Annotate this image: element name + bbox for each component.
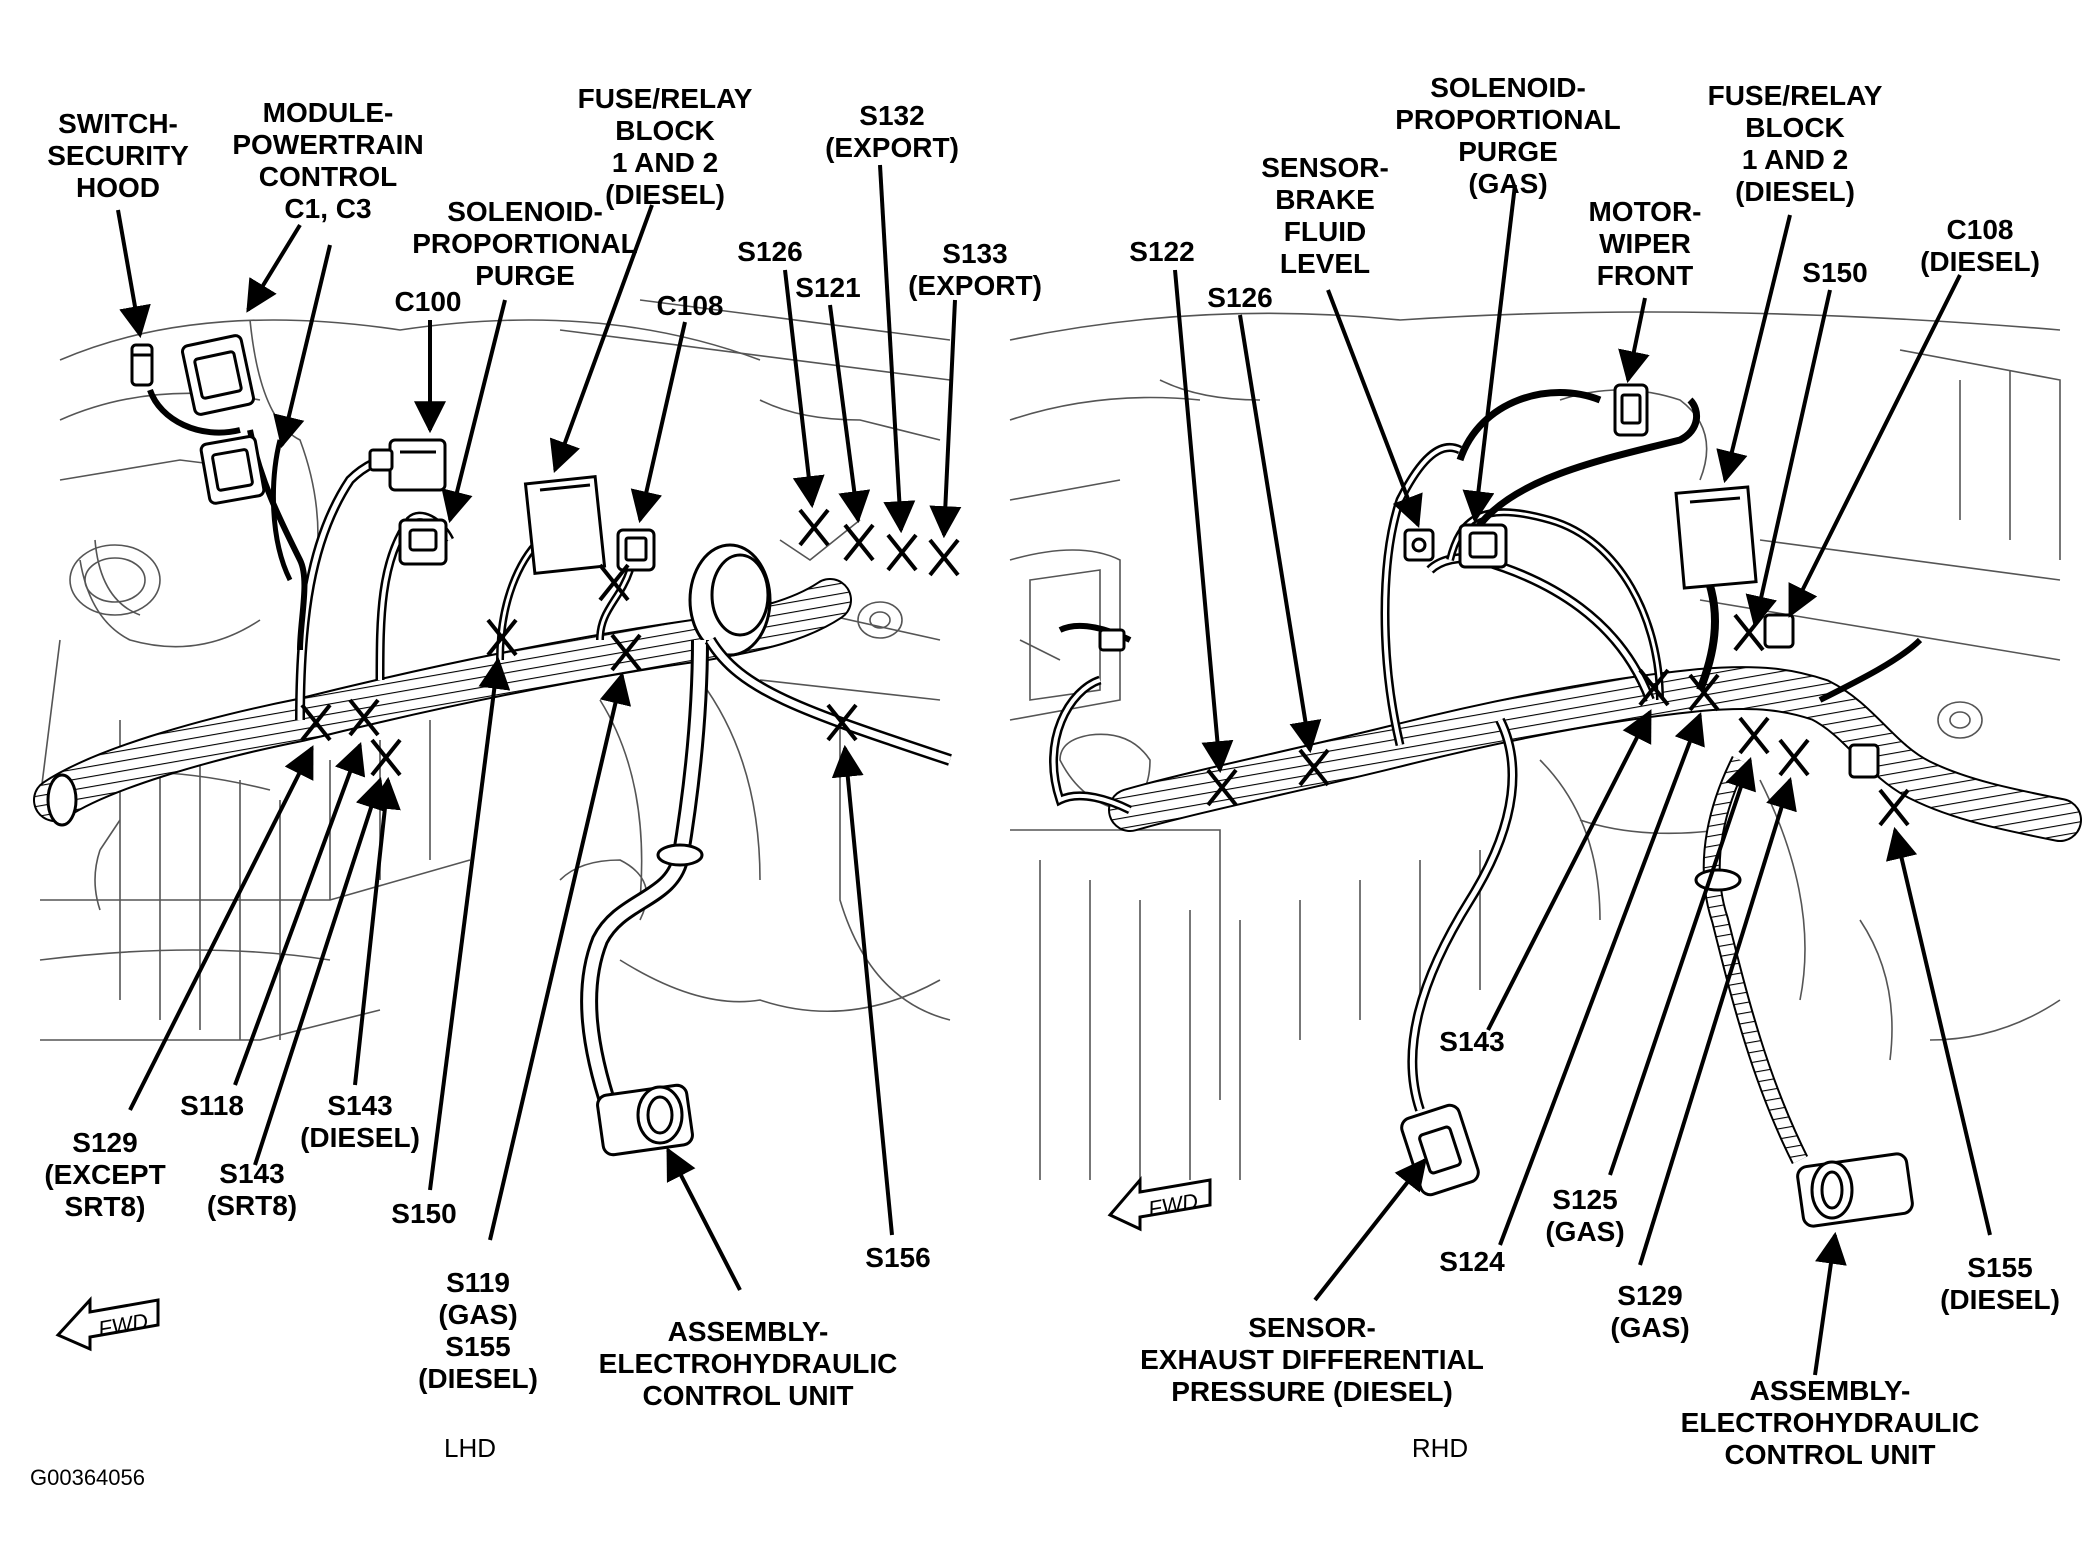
label-assembly-ehcu-rhd: ASSEMBLY- ELECTROHYDRAULIC CONTROL UNIT: [1680, 1375, 1980, 1470]
lhd-leader-arrows: [116, 164, 962, 1291]
label-sensor-exhaust-differential-pressure: SENSOR- EXHAUST DIFFERENTIAL PRESSURE (D…: [1140, 1312, 1484, 1407]
label-s155-diesel-rhd: S155 (DIESEL): [1940, 1252, 2060, 1315]
label-s119-gas-s155-diesel: S119 (GAS) S155 (DIESEL): [418, 1267, 538, 1394]
label-c108-lhd: C108: [656, 290, 724, 321]
hood-switch-icon: [130, 343, 154, 387]
caption-lhd: LHD: [443, 1433, 497, 1463]
splice-s155-rhd-mark: [1878, 788, 1910, 827]
label-s150-rhd: S150: [1802, 257, 1868, 288]
brake-fluid-sensor-icon: [1403, 528, 1435, 562]
exhaust-pressure-sensor-icon: [1400, 1103, 1480, 1197]
splice-s156-mark: [826, 703, 858, 742]
figure-id: G00364056: [30, 1465, 145, 1490]
small-connector-left-icon: [1098, 628, 1126, 652]
label-s143-srt8: S143 (SRT8): [206, 1158, 298, 1221]
label-s132-export: S132 (EXPORT): [825, 100, 959, 163]
splice-c108-mark: [598, 563, 630, 602]
label-s129-gas: S129 (GAS): [1610, 1280, 1690, 1343]
label-s143-diesel-lhd: S143 (DIESEL): [300, 1090, 420, 1153]
fuse-relay-block-icon: [523, 474, 607, 576]
splice-s121-mark: [843, 523, 875, 562]
label-motor-wiper-front: MOTOR- WIPER FRONT: [1588, 196, 1702, 291]
label-s143-rhd: S143: [1439, 1026, 1505, 1057]
purge-solenoid-icon: [398, 518, 448, 566]
label-switch-security-hood: SWITCH- SECURITY HOOD: [47, 108, 189, 203]
splice-s125-mark: [1738, 716, 1770, 755]
label-fuse-relay-block-rhd: FUSE/RELAY BLOCK 1 AND 2 (DIESEL): [1707, 80, 1883, 207]
splice-s126-mark: [798, 508, 830, 547]
rhd-splice-marks: [1206, 613, 1910, 827]
label-solenoid-proportional-purge: SOLENOID- PROPORTIONAL PURGE: [412, 196, 638, 291]
splice-s133-mark: [928, 538, 960, 577]
label-s126-lhd: S126: [737, 236, 803, 267]
splice-s129-mark: [300, 703, 332, 742]
label-s125-gas: S125 (GAS): [1545, 1184, 1625, 1247]
label-s126-rhd: S126: [1207, 282, 1273, 313]
fuse-relay-block-rhd-icon: [1674, 485, 1758, 590]
splice-s118-mark: [348, 698, 380, 737]
pcm-connector-c3-icon: [199, 435, 266, 505]
splice-s132-mark: [886, 533, 918, 572]
lhd-vehicle-body: [39, 299, 951, 1041]
label-sensor-brake-fluid-level: SENSOR- BRAKE FLUID LEVEL: [1261, 152, 1389, 279]
label-s156: S156: [865, 1242, 931, 1273]
c100-connector-icon: [368, 438, 447, 492]
splice-s150-rhd-mark: [1733, 613, 1765, 652]
rhd-fwd-arrow: FWD: [1107, 1175, 1212, 1232]
label-c108-diesel-rhd: C108 (DIESEL): [1920, 214, 2040, 277]
c108-connector-icon: [616, 528, 656, 572]
lhd-splice-marks: [300, 508, 960, 777]
purge-solenoid-gas-icon: [1458, 523, 1508, 569]
caption-rhd: RHD: [1411, 1433, 1469, 1463]
small-connector-right-icon: [1848, 743, 1880, 779]
label-s129-except-srt8: S129 (EXCEPT SRT8): [44, 1127, 166, 1222]
splice-s143-rhd-mark: [1638, 668, 1670, 707]
lhd-fwd-arrow: FWD: [55, 1296, 160, 1352]
lhd-components: [130, 334, 694, 1157]
splice-s143-mark: [370, 738, 402, 777]
c108-diesel-connector-icon: [1763, 613, 1795, 649]
splice-s119-mark: [610, 633, 642, 672]
label-solenoid-proportional-purge-gas: SOLENOID- PROPORTIONAL PURGE (GAS): [1395, 72, 1621, 199]
splice-s150-mark: [486, 618, 518, 657]
label-s150-lhd: S150: [391, 1198, 457, 1229]
rhd-main-harness: [1049, 389, 2082, 1165]
splice-s122-mark: [1206, 768, 1238, 807]
pcm-connector-c1-icon: [180, 334, 256, 416]
label-fuse-relay-block-lhd: FUSE/RELAY BLOCK 1 AND 2 (DIESEL): [577, 83, 753, 210]
ehcu-connector-icon: [596, 1083, 694, 1157]
splice-s129-rhd-mark: [1778, 738, 1810, 777]
label-s122: S122: [1129, 236, 1195, 267]
splice-s124-mark: [1688, 673, 1720, 712]
label-s124: S124: [1439, 1246, 1505, 1277]
label-assembly-ehcu-lhd: ASSEMBLY- ELECTROHYDRAULIC CONTROL UNIT: [598, 1316, 898, 1411]
label-module-powertrain-control: MODULE- POWERTRAIN CONTROL C1, C3: [232, 97, 424, 224]
label-c100: C100: [394, 286, 462, 317]
ehcu-rhd-connector-icon: [1796, 1152, 1914, 1228]
label-s121: S121: [795, 272, 861, 303]
rhd-leader-arrows: [1173, 184, 1992, 1376]
label-s118: S118: [180, 1090, 244, 1121]
splice-s126-rhd-mark: [1298, 748, 1330, 787]
wiper-motor-connector-icon: [1613, 383, 1649, 437]
label-s133-export: S133 (EXPORT): [908, 238, 1042, 301]
